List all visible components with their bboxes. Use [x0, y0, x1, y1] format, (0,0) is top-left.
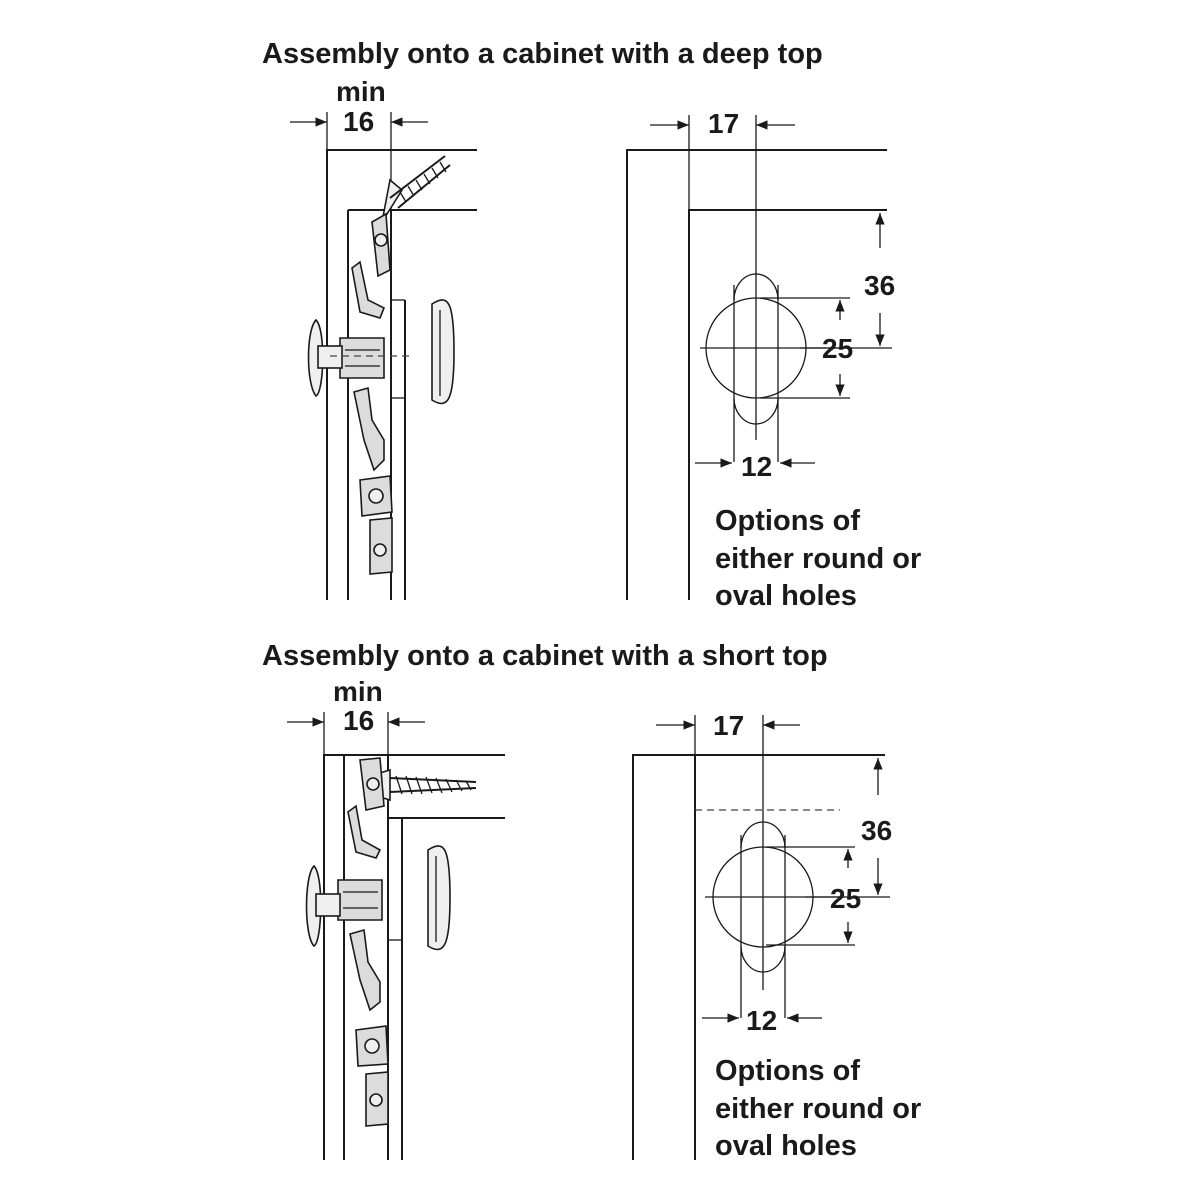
min-label: min [333, 676, 383, 707]
cover-cap-icon [431, 299, 455, 405]
section-heading: Assembly onto a cabinet with a short top [262, 640, 828, 672]
height-value: 36 [861, 815, 892, 846]
offset-value: 16 [343, 106, 374, 137]
catch-mechanism-icon [307, 212, 410, 575]
note-line-3: oval holes [715, 1130, 857, 1162]
section-deep-top: Assembly onto a cabinet with a deep top … [262, 38, 921, 612]
note-line-2: either round or [715, 1093, 921, 1125]
min-label: min [336, 76, 386, 107]
note-line-2: either round or [715, 543, 921, 575]
offset-value: 16 [343, 705, 374, 736]
note-line-3: oval holes [715, 580, 857, 612]
assembly-view-deep: min 16 [290, 76, 477, 600]
screw-icon [369, 768, 477, 802]
edge-value: 17 [713, 710, 744, 741]
height-value: 36 [864, 270, 895, 301]
section-heading: Assembly onto a cabinet with a deep top [262, 38, 823, 70]
catch-mechanism-icon [305, 757, 389, 1127]
hole-pattern-short: 17 36 25 [632, 710, 921, 1162]
hole-pattern-icon [712, 821, 814, 1018]
hole-diameter: 25 [822, 333, 853, 364]
cabinet-panel [326, 149, 477, 600]
edge-value: 17 [708, 108, 739, 139]
cover-cap-icon [427, 845, 451, 951]
hole-pattern-deep: 17 36 [626, 108, 921, 612]
note-line-1: Options of [715, 1055, 860, 1087]
hole-width: 12 [746, 1005, 777, 1036]
section-short-top: Assembly onto a cabinet with a short top… [262, 640, 921, 1162]
screw-icon [381, 155, 451, 223]
note-line-1: Options of [715, 505, 860, 537]
hole-diameter: 25 [830, 883, 861, 914]
assembly-view-short: min 16 [287, 676, 505, 1160]
hole-width: 12 [741, 451, 772, 482]
